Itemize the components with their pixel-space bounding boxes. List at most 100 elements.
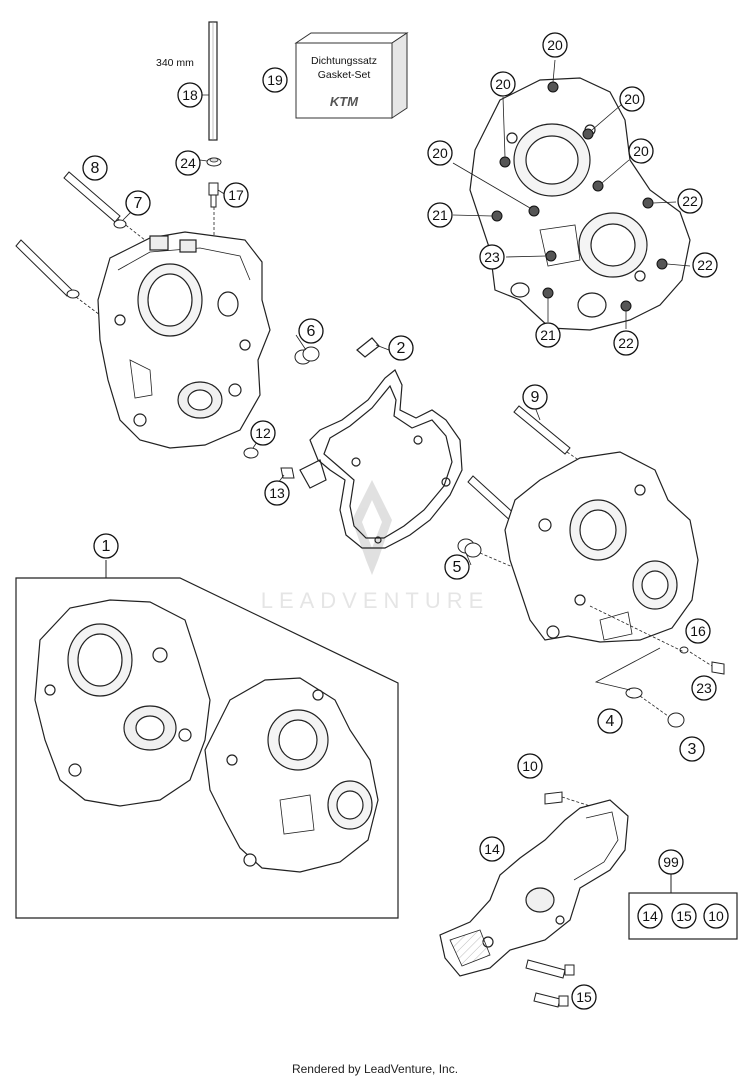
callout-circle xyxy=(671,903,697,929)
callout-number: 24 xyxy=(180,155,196,171)
kit-left-half xyxy=(34,599,211,807)
callout-number: 20 xyxy=(495,76,511,92)
callout-number: 20 xyxy=(624,91,640,107)
callout-number: 3 xyxy=(688,741,697,758)
callout-circle xyxy=(613,330,639,356)
callout-number: 20 xyxy=(633,143,649,159)
callout-circle xyxy=(388,335,414,361)
dimension-label: 340 mm xyxy=(156,57,194,69)
callout-c6: 6 xyxy=(298,318,324,344)
callout-c8: 8 xyxy=(82,155,108,181)
callout-number: 23 xyxy=(484,249,500,265)
stud-9 xyxy=(513,405,591,469)
callout-number: 15 xyxy=(576,989,592,1005)
callout-circle xyxy=(93,533,119,559)
bolt-22c xyxy=(620,300,632,312)
callout-circle xyxy=(658,849,684,875)
part-14-sprocket-cover xyxy=(439,799,629,977)
callout-c18: 18 xyxy=(177,82,203,108)
callout-number: 10 xyxy=(708,908,724,924)
part-13-screw xyxy=(280,467,295,479)
right-crankcase-half-top xyxy=(469,77,691,331)
stud-left xyxy=(15,239,105,319)
callout-number: 10 xyxy=(522,758,538,774)
crankcase-bolts xyxy=(491,81,668,312)
part-12-washer xyxy=(243,447,259,459)
callout-number: 19 xyxy=(267,72,283,88)
callout-circle xyxy=(522,384,548,410)
callout-number: 20 xyxy=(432,145,448,161)
callout-circle xyxy=(175,150,201,176)
callout-circle xyxy=(264,480,290,506)
callout-circle xyxy=(177,82,203,108)
callout-number: 23 xyxy=(696,680,712,696)
bolt-20b xyxy=(499,156,511,168)
leader-dash xyxy=(589,605,685,653)
callout-circle xyxy=(677,188,703,214)
bolt-23a xyxy=(545,250,557,262)
bolt-20e xyxy=(592,180,604,192)
footer-credit: Rendered by LeadVenture, Inc. xyxy=(291,1062,459,1076)
callout-c7: 7 xyxy=(125,190,151,216)
part-1-kit-frame xyxy=(15,560,399,919)
part-4-washer xyxy=(625,687,643,699)
gasket-box-line2: Gasket-Set xyxy=(318,69,371,81)
callout-c24: 24 xyxy=(175,150,201,176)
callout-c99: 99 xyxy=(658,849,684,875)
callout-c12: 12 xyxy=(250,420,276,446)
callout-c22a: 22 xyxy=(677,188,703,214)
callout-number: 13 xyxy=(269,485,285,501)
callout-c20b: 20 xyxy=(490,71,516,97)
callout-circle xyxy=(479,836,505,862)
watermark-text: LEADVENTURE xyxy=(261,588,490,613)
part-17-nipple xyxy=(208,182,219,248)
callout-number: 20 xyxy=(547,37,563,53)
callout-circle xyxy=(628,138,654,164)
callout-circle xyxy=(427,140,453,166)
callout-circle xyxy=(692,252,718,278)
callout-c3: 3 xyxy=(679,736,705,762)
callout-number: 22 xyxy=(697,257,713,273)
callout-circle xyxy=(82,155,108,181)
callout-c5: 5 xyxy=(444,554,470,580)
callout-number: 17 xyxy=(228,187,244,203)
callout-number: 99 xyxy=(663,854,679,870)
bolt-20d xyxy=(528,205,540,217)
callout-circle xyxy=(685,618,711,644)
callout-number: 5 xyxy=(453,559,462,576)
callout-c20a: 20 xyxy=(542,32,568,58)
callout-number: 21 xyxy=(432,207,448,223)
callout-number: 22 xyxy=(682,193,698,209)
callout-number: 8 xyxy=(91,160,100,177)
kit-99-box xyxy=(628,892,738,940)
callout-c13: 13 xyxy=(264,480,290,506)
callout-number: 2 xyxy=(397,340,406,357)
part-23-screw xyxy=(689,651,725,675)
bolt-20a xyxy=(547,81,559,93)
callout-c1: 1 xyxy=(93,533,119,559)
right-crankcase-half-middle xyxy=(504,451,699,643)
callout-circle xyxy=(535,322,561,348)
callout-circle xyxy=(691,675,717,701)
callout-circle xyxy=(298,318,324,344)
leader-16-23-4 xyxy=(594,647,661,691)
callout-number: 1 xyxy=(102,538,111,555)
part-16-oring xyxy=(679,646,689,654)
callout-number: 15 xyxy=(676,908,692,924)
callout-number: 16 xyxy=(690,623,706,639)
callout-number: 12 xyxy=(255,425,271,441)
callout-circle xyxy=(479,244,505,270)
callout-c15b: 15 xyxy=(671,903,697,929)
part-18-rod xyxy=(208,21,218,141)
callout-c21b: 21 xyxy=(535,322,561,348)
callout-circle xyxy=(125,190,151,216)
callout-number: 6 xyxy=(307,323,316,340)
gasket-box-line1: Dichtungssatz xyxy=(311,55,377,67)
callout-c15a: 15 xyxy=(571,984,597,1010)
callout-c10a: 10 xyxy=(517,753,543,779)
callout-c23a: 23 xyxy=(479,244,505,270)
callout-circle xyxy=(490,71,516,97)
callout-number: 9 xyxy=(531,389,540,406)
kit-right-half xyxy=(204,677,379,873)
